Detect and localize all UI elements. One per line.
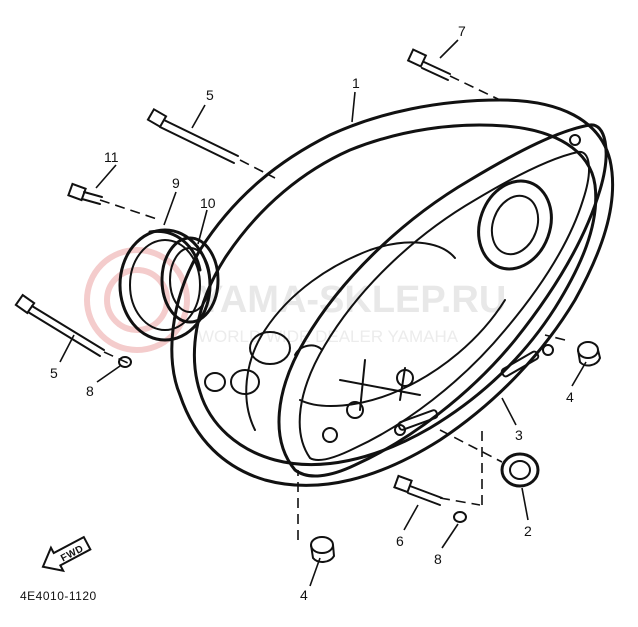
callout-8-left: 8 xyxy=(86,383,94,399)
callout-7: 7 xyxy=(458,23,466,39)
washer-bottom xyxy=(453,511,467,523)
figure-number: 4E4010-1120 xyxy=(20,589,97,603)
oil-seal xyxy=(500,452,540,488)
callout-8-bottom: 8 xyxy=(434,551,442,567)
washer-left xyxy=(118,356,132,368)
assembly-lines xyxy=(99,75,566,540)
callout-4-bottom: 4 xyxy=(300,587,308,603)
bolt-5-lower xyxy=(14,293,105,357)
callout-3: 3 xyxy=(515,427,523,443)
callout-10: 10 xyxy=(200,195,216,211)
watermark-main-text: YAMA-SKLEP.RU xyxy=(198,279,506,321)
callout-11: 11 xyxy=(104,149,119,165)
seal-assembly xyxy=(118,228,220,342)
bolt-5-upper xyxy=(146,107,239,164)
callout-5-lower: 5 xyxy=(50,365,58,381)
callouts: 1 2 3 4 4 5 5 6 7 8 8 9 10 11 xyxy=(50,23,574,603)
crankcase-cover xyxy=(170,98,615,487)
dowel-pin-right xyxy=(577,341,602,367)
bolt-7 xyxy=(406,48,451,81)
callout-5-upper: 5 xyxy=(206,87,214,103)
watermark: YAMA-SKLEP.RU WORLD WIDE DEALER YAMAHA xyxy=(84,247,506,353)
callout-4-right: 4 xyxy=(566,389,574,405)
callout-2: 2 xyxy=(524,523,532,539)
bolt-6 xyxy=(393,474,443,506)
leader-lines xyxy=(59,39,587,587)
callout-1: 1 xyxy=(352,75,360,91)
watermark-logo-icon xyxy=(84,247,190,353)
callout-6: 6 xyxy=(396,533,404,549)
watermark-sub-text: WORLD WIDE DEALER YAMAHA xyxy=(198,327,459,346)
bolt-11 xyxy=(67,182,103,205)
gasket xyxy=(277,123,608,478)
forward-arrow-icon: FWD xyxy=(41,535,92,573)
callout-9: 9 xyxy=(172,175,180,191)
dowel-pin-bottom xyxy=(310,536,336,563)
